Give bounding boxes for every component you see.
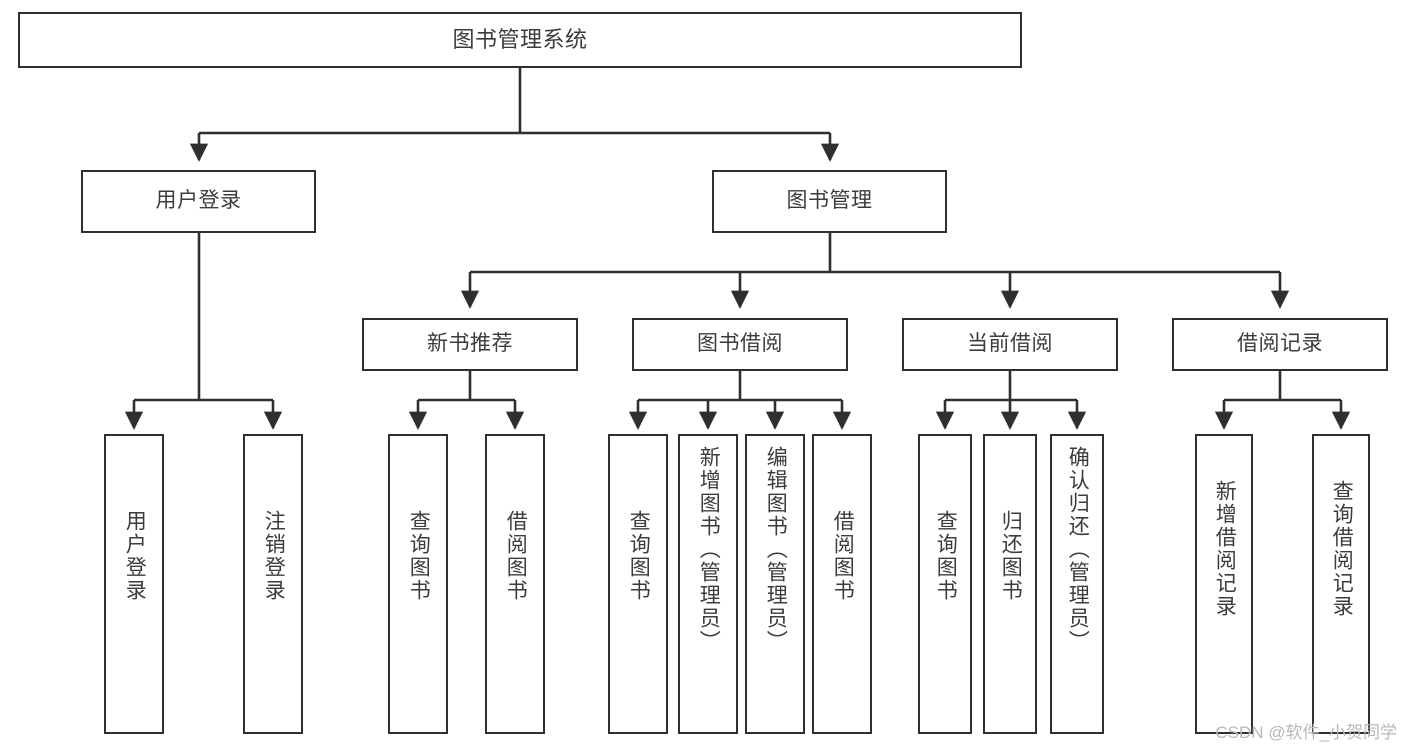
leaf-borrow-record-add[interactable]: 新增借阅记录 [1195, 434, 1253, 734]
leaf-book-borrow-query-label: 查询图书 [627, 510, 651, 602]
node-borrow-record-label: 借阅记录 [1237, 332, 1323, 356]
leaf-book-borrow-borrow-label: 借阅图书 [831, 510, 855, 602]
leaf-borrow-record-query[interactable]: 查询借阅记录 [1312, 434, 1370, 734]
leaf-new-book-query-label: 查询图书 [407, 510, 431, 602]
leaf-user-login-signout[interactable]: 注销登录 [243, 434, 303, 734]
node-new-book-recommend[interactable]: 新书推荐 [362, 318, 578, 371]
leaf-borrow-record-query-label: 查询借阅记录 [1330, 480, 1354, 618]
leaf-book-borrow-query[interactable]: 查询图书 [608, 434, 668, 734]
leaf-current-borrow-query[interactable]: 查询图书 [918, 434, 972, 734]
node-user-login-label: 用户登录 [155, 189, 242, 213]
leaf-new-book-query[interactable]: 查询图书 [388, 434, 448, 734]
node-root[interactable]: 图书管理系统 [18, 12, 1022, 68]
node-new-book-recommend-label: 新书推荐 [427, 332, 513, 356]
leaf-current-borrow-query-label: 查询图书 [934, 510, 958, 602]
leaf-user-login-signin-label: 用户登录 [123, 510, 147, 602]
leaf-current-borrow-return-label: 归还图书 [999, 510, 1023, 602]
node-book-borrow[interactable]: 图书借阅 [632, 318, 848, 371]
node-book-borrow-label: 图书借阅 [697, 332, 783, 356]
leaf-book-borrow-add[interactable]: 新增图书（管理员） [678, 434, 738, 734]
leaf-current-borrow-confirm[interactable]: 确认归还（管理员） [1050, 434, 1104, 734]
leaf-user-login-signout-label: 注销登录 [262, 510, 286, 602]
leaf-new-book-borrow-label: 借阅图书 [504, 510, 528, 602]
leaf-borrow-record-add-label: 新增借阅记录 [1213, 480, 1237, 618]
node-user-login[interactable]: 用户登录 [81, 170, 316, 233]
node-root-label: 图书管理系统 [452, 27, 588, 53]
node-current-borrow[interactable]: 当前借阅 [902, 318, 1118, 371]
csdn-watermark: CSDN @软件_小贺同学 [1215, 723, 1397, 742]
leaf-current-borrow-return[interactable]: 归还图书 [983, 434, 1037, 734]
leaf-book-borrow-borrow[interactable]: 借阅图书 [812, 434, 872, 734]
leaf-new-book-borrow[interactable]: 借阅图书 [485, 434, 545, 734]
node-book-management[interactable]: 图书管理 [712, 170, 947, 233]
leaf-book-borrow-edit[interactable]: 编辑图书（管理员） [745, 434, 805, 734]
leaf-book-borrow-edit-label: 编辑图书（管理员） [764, 446, 788, 653]
leaf-book-borrow-add-label: 新增图书（管理员） [697, 446, 721, 653]
node-borrow-record[interactable]: 借阅记录 [1172, 318, 1388, 371]
leaf-user-login-signin[interactable]: 用户登录 [104, 434, 164, 734]
node-book-management-label: 图书管理 [786, 189, 873, 213]
node-current-borrow-label: 当前借阅 [967, 332, 1053, 356]
leaf-current-borrow-confirm-label: 确认归还（管理员） [1066, 446, 1090, 653]
